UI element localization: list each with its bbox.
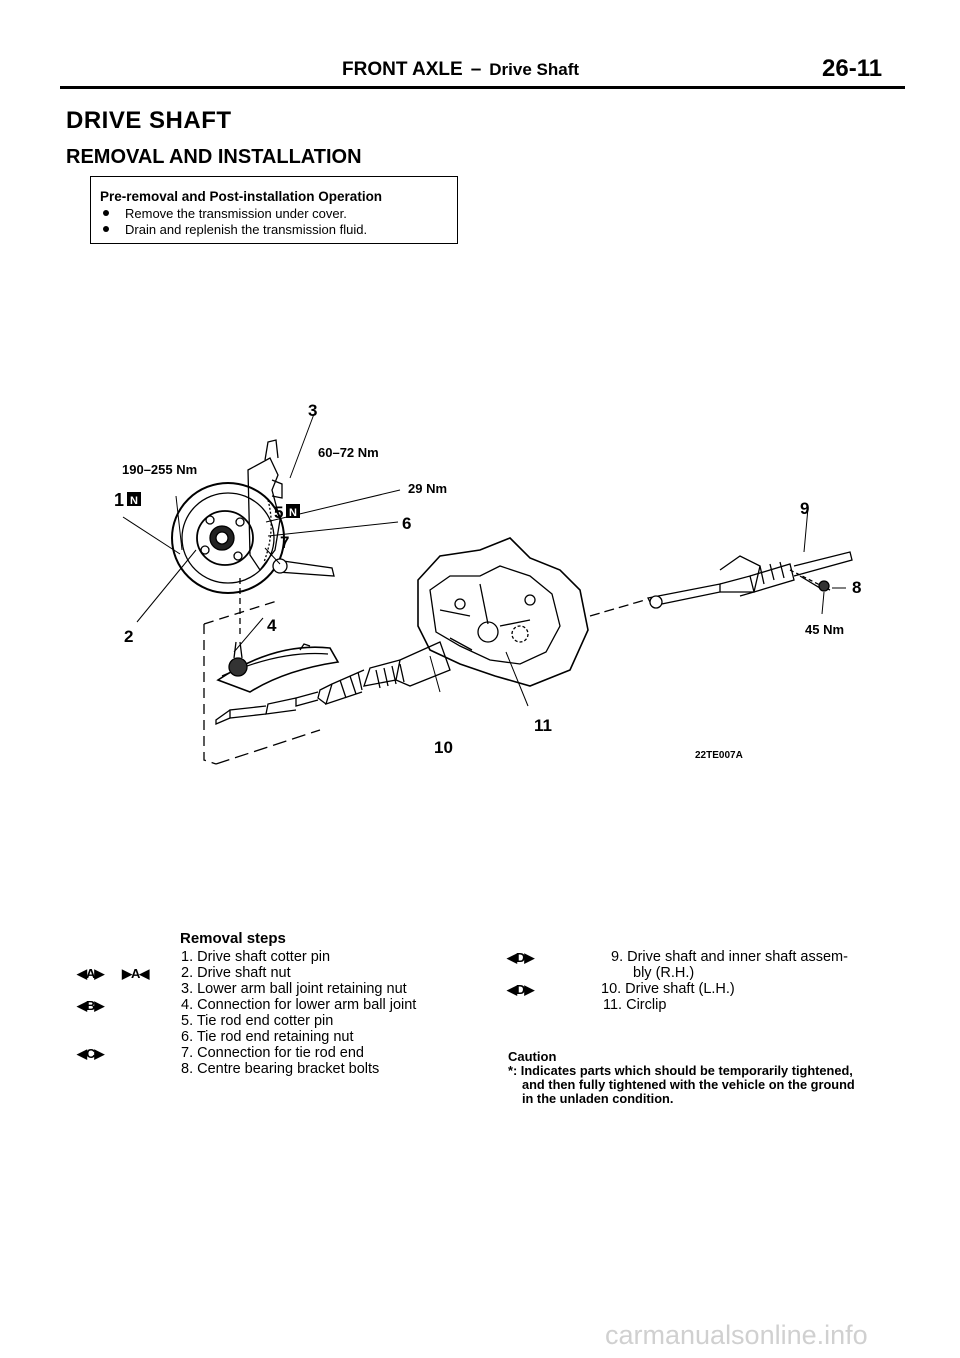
callout-6: 6 (402, 514, 411, 533)
lower-arm-illustration (216, 641, 340, 693)
callout-2: 2 (124, 627, 133, 646)
step-9: 9. Drive shaft and inner shaft assem- (611, 949, 848, 965)
installation-symbol-a: ▶A◀ (122, 966, 149, 981)
removal-symbol-c: ◀C▶ (77, 1046, 104, 1061)
transmission-illustration (417, 537, 589, 687)
note-item: Drain and replenish the transmission flu… (100, 222, 367, 237)
torque-8: 45 Nm (805, 622, 844, 637)
removal-symbol-d-9: ◀D▶ (507, 950, 534, 965)
caution-line: in the unladen condition. (522, 1091, 674, 1106)
note-item: Remove the transmission under cover. (100, 206, 347, 221)
header-subsection: Drive Shaft (489, 60, 580, 79)
removal-symbol-a: ◀A▶ (77, 966, 104, 981)
callout-1: 1 (114, 490, 124, 510)
new-part-badge-1 (127, 492, 141, 506)
callout-3: 3 (308, 401, 317, 420)
torque-3: 60–72 Nm (318, 445, 379, 460)
page-heading: DRIVE SHAFT (66, 107, 232, 134)
step-6: 6. Tie rod end retaining nut (181, 1029, 354, 1045)
step-1: 1. Drive shaft cotter pin (181, 949, 331, 965)
removal-steps-title: Removal steps (180, 930, 286, 947)
watermark: carmanualsonline.info (605, 1320, 868, 1350)
callout-9: 9 (800, 499, 809, 518)
tie-rod-end-illustration (272, 558, 335, 577)
header-title: FRONT AXLE–Drive Shaft (342, 59, 579, 81)
step-9-cont: bly (R.H.) (633, 965, 695, 981)
header-dash: – (470, 59, 482, 80)
torque-1: 190–255 Nm (122, 462, 197, 477)
new-part-mark-1: N (130, 495, 138, 507)
callout-10: 10 (434, 738, 453, 757)
header-section: FRONT AXLE (342, 59, 463, 80)
rh-drive-shaft-illustration (589, 551, 853, 617)
note-item-text: Drain and replenish the transmission flu… (125, 222, 368, 237)
callout-7: 7 (280, 533, 289, 552)
section-heading: REMOVAL AND INSTALLATION (66, 146, 362, 168)
step-7: 7. Connection for tie rod end (181, 1045, 364, 1061)
bullet-icon (103, 226, 109, 232)
note-item-text: Remove the transmission under cover. (125, 206, 347, 221)
note-title: Pre-removal and Post-installation Operat… (100, 189, 383, 204)
caution-line: and then fully tightened with the vehicl… (522, 1077, 855, 1092)
callout-5: 5 (274, 503, 283, 522)
step-3: 3. Lower arm ball joint retaining nut (181, 981, 407, 997)
callout-4: 4 (267, 616, 277, 635)
note-box (90, 176, 458, 244)
step-11: 11. Circlip (603, 997, 667, 1013)
step-8: 8. Centre bearing bracket bolts (181, 1061, 380, 1077)
step-10: 10. Drive shaft (L.H.) (601, 981, 735, 997)
figure-code: 22TE007A (695, 750, 743, 761)
removal-symbol-b: ◀B▶ (77, 998, 104, 1013)
hub-disc-illustration (171, 439, 285, 594)
drive-shaft-diagram: 3 60–72 Nm 190–255 Nm 1 N 29 Nm 5 N 6 7 … (114, 401, 861, 765)
caution-line: *: Indicates parts which should be tempo… (508, 1063, 853, 1078)
callout-8: 8 (852, 578, 861, 597)
step-4: 4. Connection for lower arm ball joint (181, 997, 417, 1013)
step-5: 5. Tie rod end cotter pin (181, 1013, 334, 1029)
page-number: 26-11 (822, 55, 883, 82)
torque-6: 29 Nm (408, 481, 447, 496)
step-2: 2. Drive shaft nut (181, 965, 291, 981)
new-part-badge-5 (286, 504, 300, 518)
header-rule (60, 86, 905, 89)
lh-drive-shaft-illustration (215, 641, 451, 725)
bullet-icon (103, 210, 109, 216)
removal-symbol-d-10: ◀D▶ (507, 982, 534, 997)
new-part-mark-5: N (289, 507, 297, 519)
callout-11: 11 (534, 716, 552, 735)
caution-title: Caution (508, 1049, 557, 1064)
